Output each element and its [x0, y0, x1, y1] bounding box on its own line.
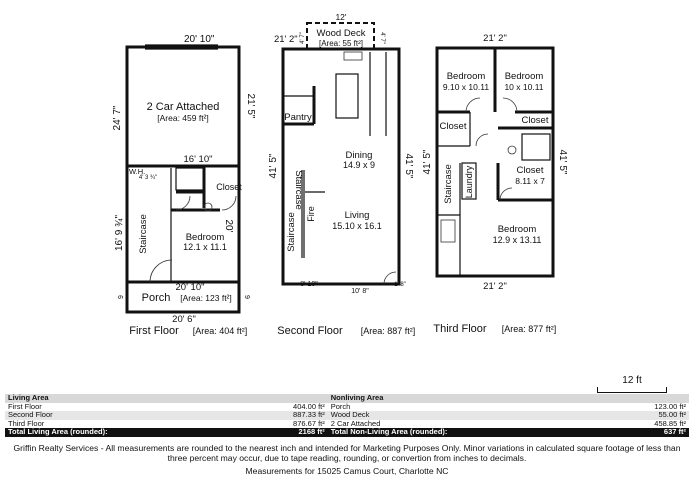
table-row: Third Floor 876.67 ft² 2 Car Attached 45… — [8, 418, 686, 428]
header-living-area: Living Area — [5, 393, 243, 403]
ff-closet-label: Closet — [216, 182, 242, 192]
third-floor-area: [Area: 877 ft²] — [502, 324, 557, 334]
dining-name: Dining — [346, 150, 373, 161]
fireplace-label: Fire — [306, 206, 316, 222]
sf-dim-left-upper: 21' 2" — [274, 34, 298, 45]
wh-dim: 4' 3 ¾" — [139, 175, 157, 181]
tf-dim-left: 41' 5" — [422, 149, 433, 174]
tf-closet-b-label: Closet — [522, 115, 549, 126]
garage-area: [Area: 459 ft²] — [157, 113, 209, 123]
pantry-label: Pantry — [284, 112, 312, 123]
porch-outline — [125, 280, 241, 314]
ff-dim-bottom: 20' 6" — [172, 314, 196, 325]
tf-closet-c-name: Closet — [517, 165, 544, 176]
first-floor-plan: 20' 10" 24' 7" 21' 5" 2 Car Attached [Ar… — [112, 34, 256, 337]
second-floor-outline — [281, 47, 401, 286]
ff-dim-left-upper: 24' 7" — [112, 105, 123, 130]
tf-closet-c-dims: 8.11 x 7 — [515, 176, 545, 186]
table-total-row: Total Living Area (rounded): 2168 ft² To… — [5, 428, 689, 437]
sf-dim-bottom-right: 1' 8" — [394, 282, 406, 288]
ff-staircase-label: Staircase — [138, 214, 149, 254]
sf-dim-right: 41' 5" — [403, 154, 414, 179]
ff-dim-right-upper: 21' 5" — [245, 94, 256, 119]
ff-dim-top: 20' 10" — [184, 34, 215, 45]
dining-dims: 14.9 x 9 — [343, 160, 375, 170]
scale-label: 12 ft — [622, 375, 642, 386]
area-summary-table: Living Area Nonliving Area First Floor 4… — [5, 393, 689, 437]
bed-b-name: Bedroom — [505, 71, 544, 82]
garage-name: 2 Car Attached — [147, 101, 220, 113]
sf-staircase-a-label: Staircase — [293, 170, 304, 210]
tf-closet-a-label: Closet — [440, 121, 467, 132]
table-header-row: Living Area Nonliving Area — [5, 393, 689, 403]
table-row: Second Floor 887.33 ft² Wood Deck 55.00 … — [5, 411, 689, 420]
scale-bar-line — [597, 387, 667, 393]
sf-dim-bottom-left: 8' 10" — [300, 281, 318, 288]
bed-c-name: Bedroom — [498, 224, 537, 235]
porch-name: Porch — [142, 292, 171, 304]
ff-dim-left-lower: 16' 9 ¾" — [114, 215, 125, 251]
laundry-label: Laundry — [464, 165, 474, 198]
tf-dim-bottom: 21' 2" — [483, 281, 507, 292]
sf-dim-bottom-mid: 10' 8" — [351, 288, 369, 295]
sf-dim-left: 41' 5" — [268, 153, 279, 178]
disclaimer-text: Griffin Realty Services - All measuremen… — [13, 443, 681, 463]
deck-area: [Area: 55 ft²] — [319, 39, 363, 48]
table-row: First Floor 404.00 ft² Porch 123.00 ft² — [8, 401, 686, 411]
bed-a-dims: 9.10 x 10.11 — [443, 82, 489, 92]
second-floor-area: [Area: 887 ft²] — [361, 326, 416, 336]
wood-deck-outline — [306, 22, 375, 50]
bed-a-name: Bedroom — [447, 71, 486, 82]
porch-dim-left: 9 — [118, 295, 125, 299]
ff-dim-bottom-inner: 20' 10" — [176, 282, 205, 293]
living-name: Living — [345, 210, 370, 221]
third-floor-title: Third Floor — [433, 323, 487, 335]
wh-label: W.H. — [129, 167, 145, 176]
ff-interior-width: 16' 10" — [184, 154, 213, 165]
deck-dim-right: 4' 7" — [379, 32, 385, 44]
tf-dim-top: 21' 2" — [483, 33, 507, 44]
header-nonliving-area: Nonliving Area — [327, 393, 605, 403]
bed-b-dims: 10 x 10.11 — [504, 82, 543, 92]
tf-dim-right: 41' 5" — [557, 150, 568, 175]
scale-bar: 12 ft — [597, 375, 667, 393]
third-floor-plan: 21' 2" Bedroom 9.10 x 10.11 Bedroom 10 x… — [422, 33, 568, 335]
deck-dim-width: 12' — [335, 12, 346, 22]
second-floor-title: Second Floor — [277, 325, 343, 337]
second-floor-plan: 12' Wood Deck [Area: 55 ft²] 4' 7" 4' 7"… — [268, 12, 415, 337]
ff-bedroom-name: Bedroom — [186, 232, 225, 243]
deck-name: Wood Deck — [317, 28, 366, 39]
floor-plan-drawing: 20' 10" 24' 7" 21' 5" 2 Car Attached [Ar… — [112, 12, 568, 337]
first-floor-title: First Floor — [129, 325, 179, 337]
sf-staircase-b-label: Staircase — [286, 212, 297, 252]
bed-c-dims: 12.9 x 13.11 — [493, 235, 542, 245]
address-text: Measurements for 15025 Camus Court, Char… — [245, 466, 449, 476]
first-floor-area: [Area: 404 ft²] — [193, 326, 248, 336]
porch-area: [Area: 123 ft²] — [180, 293, 232, 303]
living-dims: 15.10 x 16.1 — [332, 221, 382, 231]
porch-dim-right: 9 — [243, 295, 250, 299]
tf-staircase-label: Staircase — [443, 164, 454, 204]
ff-bedroom-dims: 12.1 x 11.1 — [183, 242, 227, 252]
ff-dim-right-lower: 20' — [223, 219, 234, 232]
deck-dim-left: 4' 7" — [300, 32, 306, 44]
